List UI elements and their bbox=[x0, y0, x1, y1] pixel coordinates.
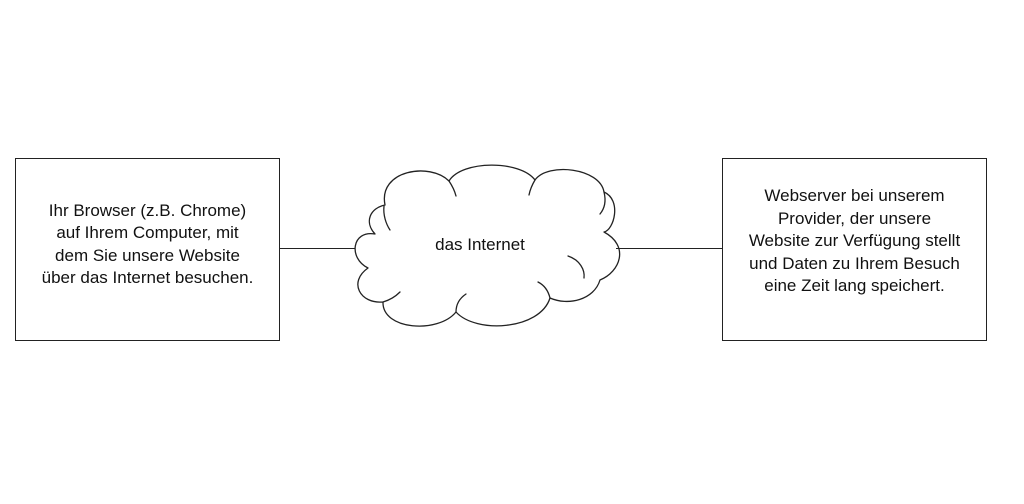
cloud-detail-arc bbox=[599, 191, 606, 215]
cloud-detail-arc bbox=[537, 281, 551, 299]
cloud-detail-arc bbox=[448, 180, 457, 197]
cloud-detail-arc bbox=[528, 179, 536, 196]
internet-cloud-icon bbox=[354, 164, 621, 327]
browser-box-label: Ihr Browser (z.B. Chrome) auf Ihrem Comp… bbox=[41, 200, 254, 288]
webserver-box-label: Webserver bei unserem Provider, der unse… bbox=[748, 186, 961, 296]
cloud-detail-arc bbox=[382, 291, 401, 303]
cloud-label: das Internet bbox=[435, 235, 525, 254]
webserver-box: Webserver bei unserem Provider, der unse… bbox=[722, 158, 987, 341]
cloud-outline bbox=[354, 164, 621, 327]
browser-internet-connector bbox=[279, 248, 361, 249]
cloud-detail-arc bbox=[567, 255, 585, 279]
cloud-detail-arc bbox=[455, 293, 467, 313]
cloud-detail-arc bbox=[383, 205, 391, 231]
internet-server-connector bbox=[616, 248, 723, 249]
browser-box: Ihr Browser (z.B. Chrome) auf Ihrem Comp… bbox=[15, 158, 280, 341]
